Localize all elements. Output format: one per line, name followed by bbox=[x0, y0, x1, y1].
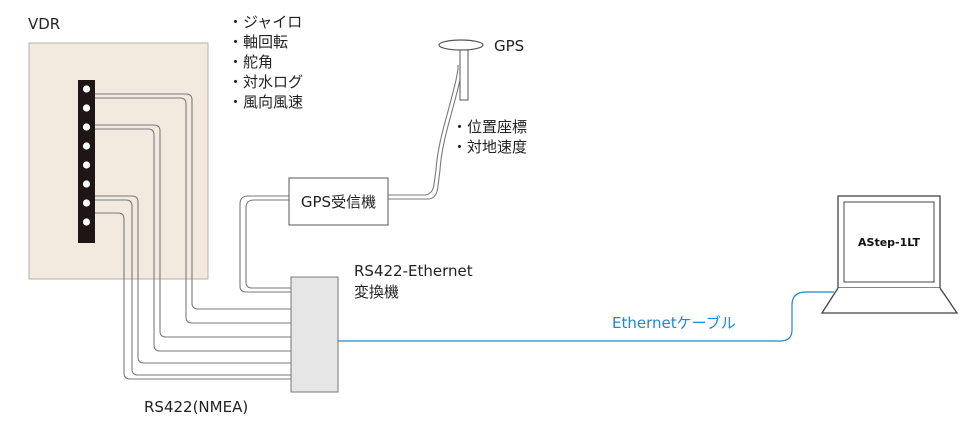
gps-signal-item: ・対地速度 bbox=[452, 138, 528, 156]
vdr-signal-item: ・軸回転 bbox=[228, 33, 289, 51]
gps-antenna-dish bbox=[438, 39, 484, 51]
rs422-cables bbox=[95, 65, 463, 380]
vdr-signal-item: ・風向風速 bbox=[228, 93, 304, 111]
vdr-signal-item: ・舵角 bbox=[228, 53, 274, 71]
converter-label-line2: 変換機 bbox=[354, 283, 400, 301]
gps-receiver-box bbox=[288, 177, 389, 226]
gps-signal-item: ・位置座標 bbox=[452, 118, 528, 136]
rs422-cable-label: RS422(NMEA) bbox=[144, 398, 249, 416]
ethernet-cable-label: Ethernetケーブル bbox=[612, 314, 736, 332]
gps-receiver-label: GPS受信機 bbox=[300, 193, 377, 211]
device-label: AStep-1LT bbox=[858, 235, 920, 249]
vdr-signal-list: ・ジャイロ ・軸回転 ・舵角 ・対水ログ ・風向風速 bbox=[228, 12, 303, 112]
vdr-box bbox=[28, 42, 209, 280]
vdr-connector-pins bbox=[82, 85, 91, 226]
vdr-signal-item: ・対水ログ bbox=[228, 73, 304, 91]
gps-antenna-mast bbox=[459, 49, 469, 101]
gps-label: GPS bbox=[494, 37, 525, 55]
laptop-icon bbox=[820, 195, 959, 314]
gps-signal-list: ・位置座標 ・対地速度 bbox=[452, 117, 527, 157]
converter-box bbox=[290, 276, 339, 393]
vdr-signal-item: ・ジャイロ bbox=[228, 13, 303, 31]
converter-label-line1: RS422-Ethernet bbox=[354, 262, 473, 280]
ethernet-cable bbox=[338, 291, 834, 342]
vdr-label: VDR bbox=[28, 15, 61, 33]
